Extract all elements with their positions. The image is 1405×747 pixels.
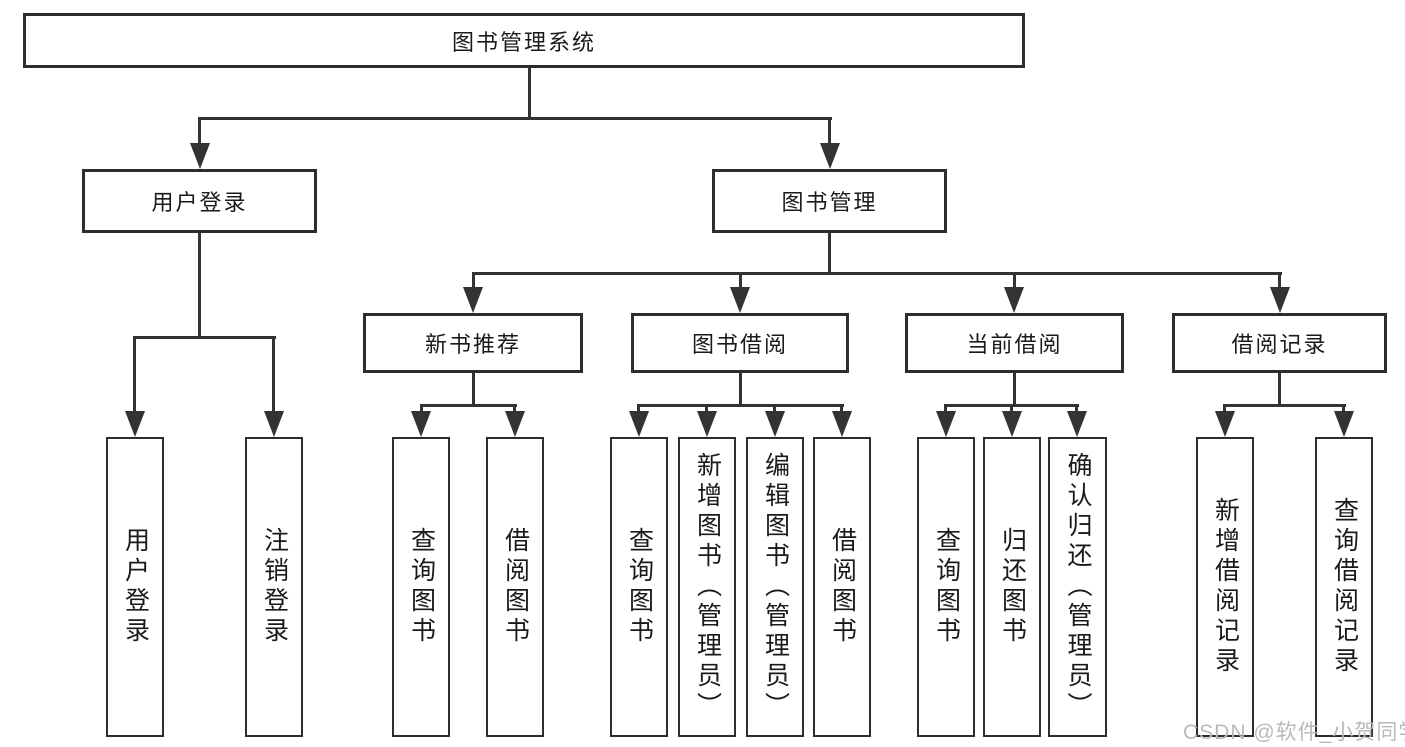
connector-hline <box>637 404 844 407</box>
connector-vline <box>828 119 831 145</box>
node-book-borrowing: 图书借阅 <box>631 313 849 373</box>
arrow-down-icon <box>505 411 525 437</box>
connector-vline <box>1013 274 1016 289</box>
leaf-label: 注销登录 <box>260 527 289 647</box>
connector-vline <box>1278 373 1281 406</box>
node-current-borrowing: 当前借阅 <box>905 313 1124 373</box>
arrow-down-icon <box>1004 287 1024 313</box>
connector-hline <box>944 404 1079 407</box>
arrow-down-icon <box>765 411 785 437</box>
leaf-edit-book-admin: 编辑图书（管理员） <box>746 437 804 737</box>
arrow-down-icon <box>463 287 483 313</box>
arrow-down-icon <box>1270 287 1290 313</box>
node-label: 图书管理 <box>781 190 878 215</box>
node-library-system: 图书管理系统 <box>23 13 1025 68</box>
node-label: 当前借阅 <box>966 332 1063 357</box>
connector-vline <box>198 119 201 145</box>
arrow-down-icon <box>190 143 210 169</box>
arrow-down-icon <box>1002 411 1022 437</box>
arrow-down-icon <box>1215 411 1235 437</box>
connector-hline <box>1223 404 1346 407</box>
leaf-query-borrow-record: 查询借阅记录 <box>1315 437 1373 737</box>
leaf-label: 用户登录 <box>121 527 150 647</box>
leaf-label: 新增图书（管理员） <box>693 452 722 722</box>
connector-vline <box>528 68 531 119</box>
connector-vline <box>513 406 516 413</box>
node-new-book-recommend: 新书推荐 <box>363 313 583 373</box>
connector-hline <box>133 336 276 339</box>
connector-vline <box>944 406 947 413</box>
arrow-down-icon <box>264 411 284 437</box>
connector-vline <box>1075 406 1078 413</box>
connector-vline <box>739 274 742 289</box>
leaf-query-books-recommend: 查询图书 <box>392 437 450 737</box>
leaf-label: 确认归还（管理员） <box>1064 452 1092 722</box>
arrow-down-icon <box>730 287 750 313</box>
connector-vline <box>840 406 843 413</box>
leaf-return-books: 归还图书 <box>983 437 1041 737</box>
node-user-login: 用户登录 <box>82 169 317 233</box>
leaf-label: 查询图书 <box>932 527 961 647</box>
connector-vline <box>472 274 475 289</box>
arrow-down-icon <box>629 411 649 437</box>
connector-vline <box>828 233 831 274</box>
connector-vline <box>1010 406 1013 413</box>
arrow-down-icon <box>832 411 852 437</box>
node-label: 图书借阅 <box>691 332 788 357</box>
csdn-watermark: CSDN @软件_小贺同学 <box>1183 721 1405 744</box>
arrow-down-icon <box>820 143 840 169</box>
connector-vline <box>705 406 708 413</box>
connector-vline <box>637 406 640 413</box>
connector-vline <box>272 338 275 413</box>
node-borrowing-records: 借阅记录 <box>1172 313 1387 373</box>
leaf-label: 查询图书 <box>407 527 436 647</box>
arrow-down-icon <box>411 411 431 437</box>
connector-vline <box>472 373 475 406</box>
connector-hline <box>420 404 517 407</box>
node-label: 图书管理系统 <box>451 29 596 55</box>
leaf-label: 查询图书 <box>625 527 654 647</box>
connector-vline <box>739 373 742 406</box>
leaf-user-login: 用户登录 <box>106 437 164 737</box>
leaf-query-books-current: 查询图书 <box>917 437 975 737</box>
connector-vline <box>1223 406 1226 413</box>
leaf-borrow-books-recommend: 借阅图书 <box>486 437 544 737</box>
arrow-down-icon <box>697 411 717 437</box>
arrow-down-icon <box>1334 411 1354 437</box>
leaf-label: 借阅图书 <box>828 527 857 647</box>
connector-vline <box>1013 373 1016 406</box>
connector-vline <box>773 406 776 413</box>
leaf-confirm-return-admin: 确认归还（管理员） <box>1048 437 1107 737</box>
leaf-query-books-borrowing: 查询图书 <box>610 437 668 737</box>
leaf-label: 借阅图书 <box>501 527 530 647</box>
leaf-label: 新增借阅记录 <box>1211 497 1240 677</box>
arrow-down-icon <box>936 411 956 437</box>
connector-hline <box>472 272 1282 275</box>
arrow-down-icon <box>1067 411 1087 437</box>
connector-hline <box>198 117 832 120</box>
leaf-add-borrow-record: 新增借阅记录 <box>1196 437 1254 737</box>
connector-vline <box>198 233 201 338</box>
arrow-down-icon <box>125 411 145 437</box>
connector-vline <box>133 338 136 413</box>
leaf-label: 编辑图书（管理员） <box>761 452 790 722</box>
leaf-logout: 注销登录 <box>245 437 303 737</box>
leaf-label: 归还图书 <box>998 527 1027 647</box>
connector-vline <box>1342 406 1345 413</box>
leaf-borrow-books-borrowing: 借阅图书 <box>813 437 871 737</box>
connector-vline <box>420 406 423 413</box>
connector-vline <box>1278 274 1281 289</box>
node-label: 新书推荐 <box>424 332 521 357</box>
leaf-add-book-admin: 新增图书（管理员） <box>678 437 736 737</box>
node-book-management: 图书管理 <box>712 169 947 233</box>
leaf-label: 查询借阅记录 <box>1330 497 1359 677</box>
node-label: 借阅记录 <box>1231 332 1328 357</box>
node-label: 用户登录 <box>151 190 248 215</box>
